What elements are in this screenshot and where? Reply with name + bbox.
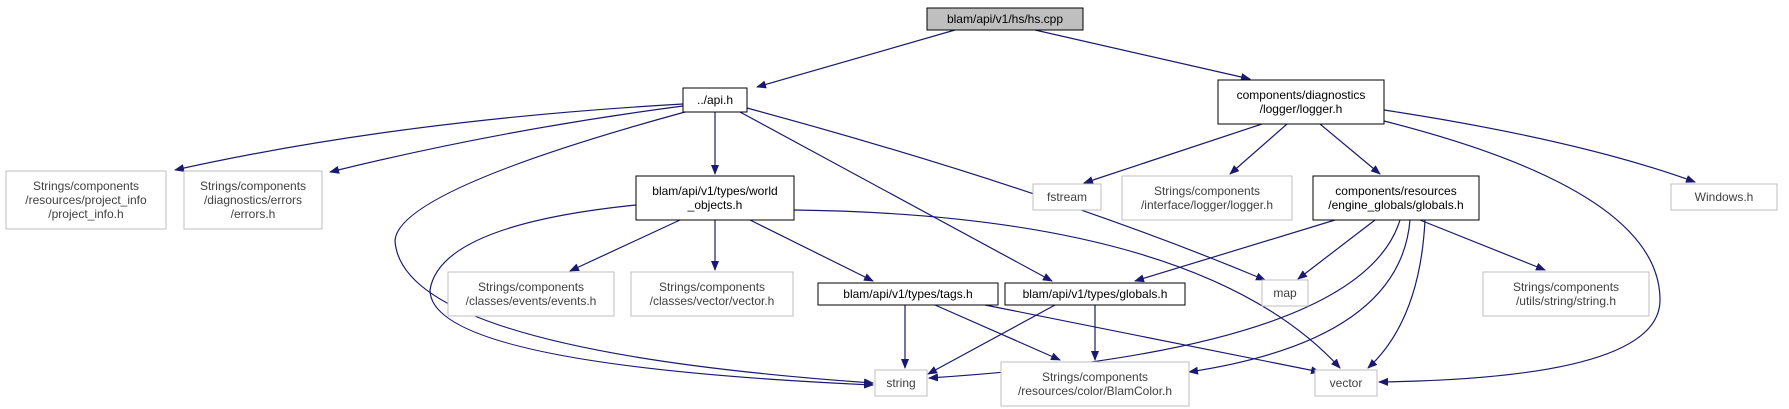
- node-tags_h[interactable]: blam/api/v1/types/tags.h: [817, 282, 999, 306]
- node-api_h[interactable]: ../api.h: [682, 87, 748, 113]
- node-label-line: string: [886, 376, 915, 390]
- node-box: [1312, 175, 1480, 221]
- node-box: [447, 271, 615, 317]
- node-label-line: /resources/project_info: [25, 193, 147, 207]
- node-box: [1217, 79, 1385, 125]
- node-types_globals_h[interactable]: blam/api/v1/types/globals.h: [1004, 282, 1186, 306]
- edge-world_objects_h-to-string: [429, 204, 874, 389]
- node-label-line: ../api.h: [697, 93, 733, 107]
- node-box: [635, 175, 795, 221]
- node-string_utils_h: Strings/components/utils/string/string.h: [1482, 271, 1650, 317]
- edge-engine_globals_h-to-string_utils_h: [1419, 219, 1546, 271]
- edge-logger_h-to-fstream: [1083, 123, 1263, 184]
- node-label-line: /diagnostics/errors: [204, 193, 302, 207]
- node-label-line: Strings/components: [1154, 184, 1260, 198]
- node-label-line: Windows.h: [1695, 190, 1754, 204]
- node-engine_globals_h[interactable]: components/resources/engine_globals/glob…: [1312, 175, 1480, 221]
- nodes-layer: blam/api/v1/hs/hs.cpp ../api.h components/…: [5, 7, 1778, 407]
- node-label-line: Strings/components: [1042, 370, 1148, 384]
- node-label-line: /project_info.h: [48, 207, 123, 221]
- node-box: [1032, 183, 1102, 211]
- edge-engine_globals_h-to-types_globals_h: [1134, 219, 1336, 283]
- edge-types_globals_h-to-string: [927, 304, 1056, 375]
- node-box: [183, 170, 323, 230]
- edge-api_h-to-types_globals_h: [739, 111, 1053, 282]
- edge-engine_globals_h-to-map: [1297, 219, 1376, 280]
- edge-hs_cpp-to-logger_h: [1034, 29, 1251, 81]
- node-label-line: Strings/components: [1513, 280, 1619, 294]
- node-label-line: vector: [1330, 376, 1363, 390]
- node-label-line: /logger/logger.h: [1260, 102, 1343, 116]
- node-blamcolor_h: Strings/components/resources/color/BlamC…: [1000, 361, 1190, 407]
- node-label-line: Strings/components: [200, 179, 306, 193]
- node-label-line: /errors.h: [231, 207, 276, 221]
- node-box: [682, 87, 748, 113]
- edge-world_objects_h-to-vector: [793, 209, 1341, 369]
- node-box: [1482, 271, 1650, 317]
- node-label-line: /classes/events/events.h: [466, 294, 597, 308]
- node-events_h: Strings/components/classes/events/events…: [447, 271, 615, 317]
- node-vector: vector: [1314, 369, 1378, 397]
- edge-hs_cpp-to-api_h: [756, 29, 956, 89]
- node-label-line: /interface/logger/logger.h: [1141, 198, 1273, 212]
- node-project_info_h: Strings/components/resources/project_inf…: [5, 170, 167, 230]
- node-label-line: Strings/components: [33, 179, 139, 193]
- node-box: [817, 282, 999, 306]
- node-label-line: /resources/color/BlamColor.h: [1018, 384, 1172, 398]
- node-label-line: /classes/vector/vector.h: [650, 294, 775, 308]
- node-label-line: Strings/components: [478, 280, 584, 294]
- node-label-line: _objects.h: [687, 198, 743, 212]
- node-label-line: blam/api/v1/types/tags.h: [843, 287, 972, 301]
- edge-logger_h-to-windows_h: [1383, 109, 1696, 183]
- edge-engine_globals_h-to-vector: [1367, 219, 1426, 369]
- node-errors_h: Strings/components/diagnostics/errors/er…: [183, 170, 323, 230]
- node-box: [1121, 175, 1293, 221]
- node-label-line: /engine_globals/globals.h: [1328, 198, 1463, 212]
- node-box: [1004, 282, 1186, 306]
- node-map: map: [1261, 279, 1309, 307]
- node-box: [874, 369, 928, 397]
- node-box: [926, 7, 1084, 31]
- edge-engine_globals_h-to-blamcolor_h: [1188, 219, 1411, 375]
- node-box: [630, 271, 794, 317]
- node-logger_h[interactable]: components/diagnostics/logger/logger.h: [1217, 79, 1385, 125]
- node-label-line: fstream: [1047, 190, 1087, 204]
- node-label-line: map: [1273, 286, 1297, 300]
- node-label-line: /utils/string/string.h: [1516, 294, 1616, 308]
- edge-api_h-to-errors_h: [329, 105, 684, 174]
- node-label-line: blam/api/v1/types/world: [652, 184, 777, 198]
- node-box: [1314, 369, 1378, 397]
- edge-tags_h-to-vector: [984, 304, 1321, 375]
- edge-logger_h-to-vector: [1378, 119, 1661, 386]
- edge-world_objects_h-to-tags_h: [749, 219, 874, 282]
- node-hs_cpp[interactable]: blam/api/v1/hs/hs.cpp: [926, 7, 1084, 31]
- edge-api_h-to-map: [746, 107, 1266, 281]
- node-box: [1000, 361, 1190, 407]
- edge-api_h-to-project_info_h: [174, 103, 684, 172]
- node-string: string: [874, 369, 928, 397]
- node-interface_logger_h: Strings/components/interface/logger/logg…: [1121, 175, 1293, 221]
- node-label-line: Strings/components: [659, 280, 765, 294]
- node-world_objects_h[interactable]: blam/api/v1/types/world_objects.h: [635, 175, 795, 221]
- edge-tags_h-to-blamcolor_h: [934, 304, 1061, 361]
- node-box: [1670, 183, 1778, 211]
- node-windows_h: Windows.h: [1670, 183, 1778, 211]
- edge-api_h-to-string: [394, 111, 874, 387]
- edge-world_objects_h-to-events_h: [569, 219, 681, 272]
- node-box: [5, 170, 167, 230]
- edge-logger_h-to-engine_globals_h: [1319, 123, 1381, 175]
- node-label-line: components/resources: [1335, 184, 1456, 198]
- node-label-line: components/diagnostics: [1237, 88, 1366, 102]
- node-label-line: blam/api/v1/hs/hs.cpp: [947, 12, 1063, 26]
- node-fstream: fstream: [1032, 183, 1102, 211]
- node-vector_h: Strings/components/classes/vector/vector…: [630, 271, 794, 317]
- node-label-line: blam/api/v1/types/globals.h: [1023, 287, 1168, 301]
- node-box: [1261, 279, 1309, 307]
- edge-logger_h-to-interface_logger_h: [1229, 123, 1288, 175]
